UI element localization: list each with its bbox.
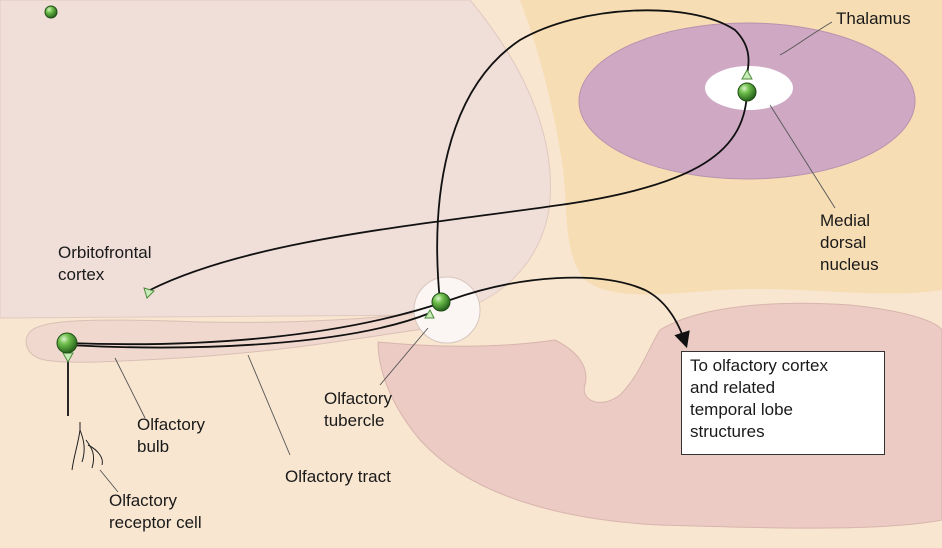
label-thalamus: Thalamus: [836, 8, 911, 30]
neuron-bulb: [57, 333, 77, 353]
label-olfactory-tubercle: Olfactory tubercle: [324, 388, 392, 432]
label-olfactory-tract: Olfactory tract: [285, 466, 391, 488]
label-medial-dorsal-nucleus: Medial dorsal nucleus: [820, 210, 879, 276]
callout-olfactory-cortex: To olfactory cortex and related temporal…: [681, 351, 885, 455]
neuron-tubercle: [432, 293, 450, 311]
label-orbitofrontal-cortex: Orbitofrontal cortex: [58, 242, 152, 286]
neuron-thalamus: [738, 83, 756, 101]
neuron-corner: [45, 6, 57, 18]
label-olfactory-receptor-cell: Olfactory receptor cell: [109, 490, 202, 534]
label-olfactory-bulb: Olfactory bulb: [137, 414, 205, 458]
